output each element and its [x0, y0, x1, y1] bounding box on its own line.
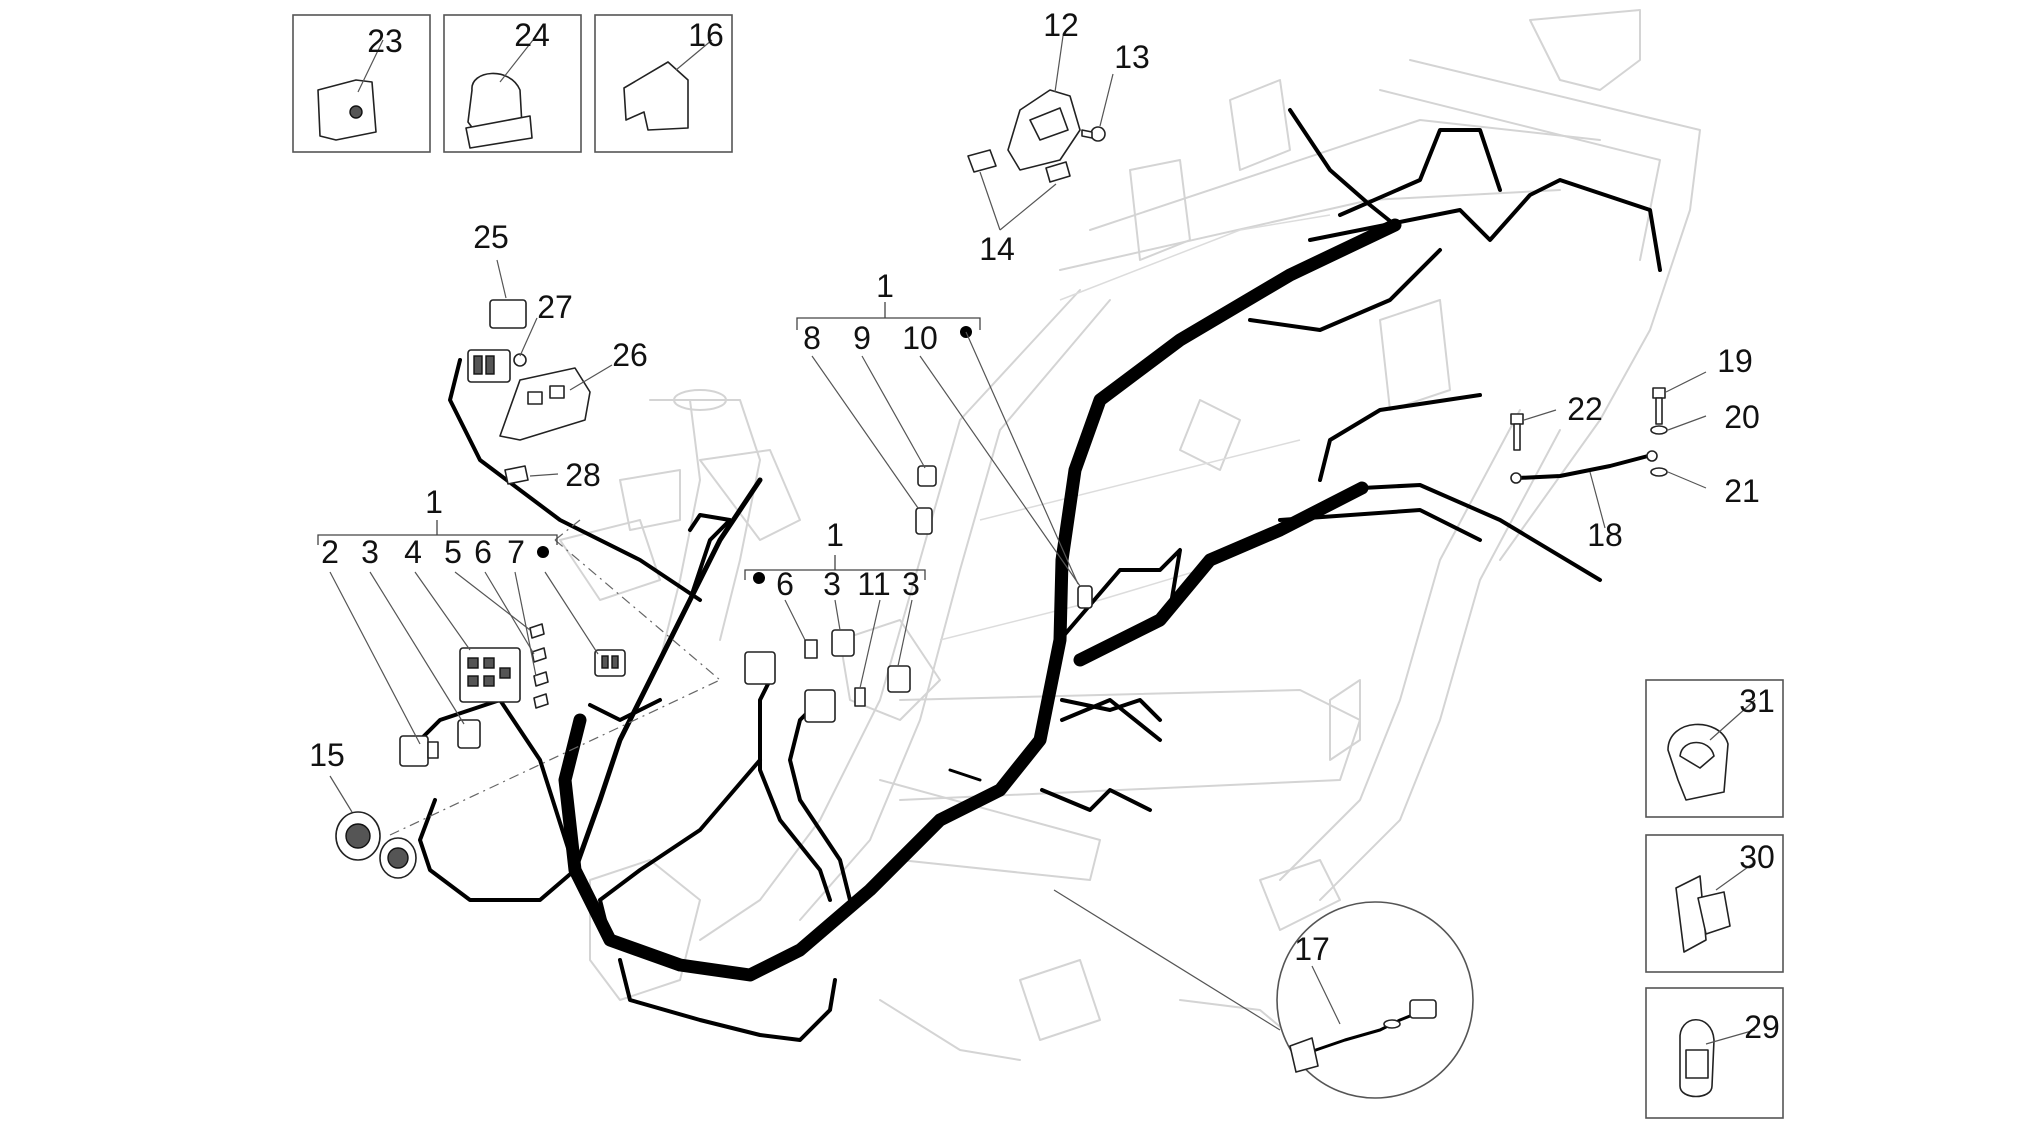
callout-27: 27 [537, 289, 573, 325]
connector-7 [594, 649, 626, 677]
callout-31: 31 [1739, 683, 1775, 719]
connector-6-mid [744, 639, 818, 685]
screw-13 [1081, 126, 1106, 142]
callout-18: 18 [1587, 517, 1623, 553]
callout-19: 19 [1717, 343, 1753, 379]
fuse-box-4 [459, 647, 521, 703]
connector-10 [1077, 585, 1093, 609]
callout-28: 28 [565, 457, 601, 493]
clamp-12 [1007, 89, 1081, 171]
callout-30: 30 [1739, 839, 1775, 875]
detail-circle-17 [1053, 889, 1474, 1099]
ground-cable-18 [1510, 450, 1658, 484]
clip-28 [504, 465, 529, 485]
callout-2: 2 [321, 534, 339, 570]
callout-10: 10 [902, 320, 938, 356]
part-box-29 [1645, 987, 1784, 1119]
callout-21: 21 [1724, 473, 1760, 509]
part-box-24 [443, 14, 582, 153]
connectors-8-9 [915, 465, 937, 535]
scooter-frame [559, 9, 1701, 1061]
bolt-22 [1510, 413, 1524, 451]
callout-12: 12 [1043, 7, 1079, 43]
callout-24: 24 [514, 17, 550, 53]
callout-23: 23 [367, 23, 403, 59]
callout-1-top: 1 [876, 268, 894, 304]
callout-29: 29 [1744, 1009, 1780, 1045]
callout-26: 26 [612, 337, 648, 373]
callout-22: 22 [1567, 391, 1603, 427]
callout-1-left: 1 [425, 484, 443, 520]
relay-25 [489, 299, 527, 329]
callout-25: 25 [473, 219, 509, 255]
callout-14: 14 [979, 231, 1015, 267]
callout-6-left: 6 [474, 534, 492, 570]
callout-20: 20 [1724, 399, 1760, 435]
clips-14 [967, 149, 1071, 183]
callout-7: 7 [507, 534, 525, 570]
washer-20 [1650, 425, 1668, 435]
callout-6-mid: 6 [776, 566, 794, 602]
part-box-16 [594, 14, 733, 153]
callout-labels: 23 24 16 12 13 14 25 27 26 28 1 2 3 4 5 … [309, 7, 1780, 1045]
callout-3-mid: 3 [823, 566, 841, 602]
part-box-30 [1645, 834, 1784, 973]
callout-11: 11 [857, 566, 890, 602]
callout-17: 17 [1294, 931, 1330, 967]
callout-4: 4 [404, 534, 422, 570]
horn-15 [335, 811, 417, 879]
fuses-5-6 [529, 623, 549, 709]
callout-5: 5 [444, 534, 462, 570]
bracket-26 [499, 367, 591, 441]
connector-3-left [457, 719, 481, 749]
group-brackets [317, 302, 981, 584]
part-box-31 [1645, 679, 1784, 818]
callout-13: 13 [1114, 39, 1150, 75]
connector-27 [467, 349, 527, 383]
callout-3-right: 3 [902, 566, 920, 602]
connector-11 [804, 687, 866, 723]
nut-21 [1650, 467, 1668, 477]
bolt-19 [1652, 387, 1666, 425]
reference-lines [389, 519, 721, 836]
connector-3-mid [831, 629, 911, 693]
connector-2 [399, 735, 439, 767]
callout-1-mid: 1 [826, 517, 844, 553]
callout-3-left: 3 [361, 534, 379, 570]
callout-9: 9 [853, 320, 871, 356]
leader-lines [329, 35, 1756, 1045]
callout-8: 8 [803, 320, 821, 356]
callout-16: 16 [688, 17, 724, 53]
callout-15: 15 [309, 737, 345, 773]
main-wiring-harness [418, 108, 1662, 1042]
